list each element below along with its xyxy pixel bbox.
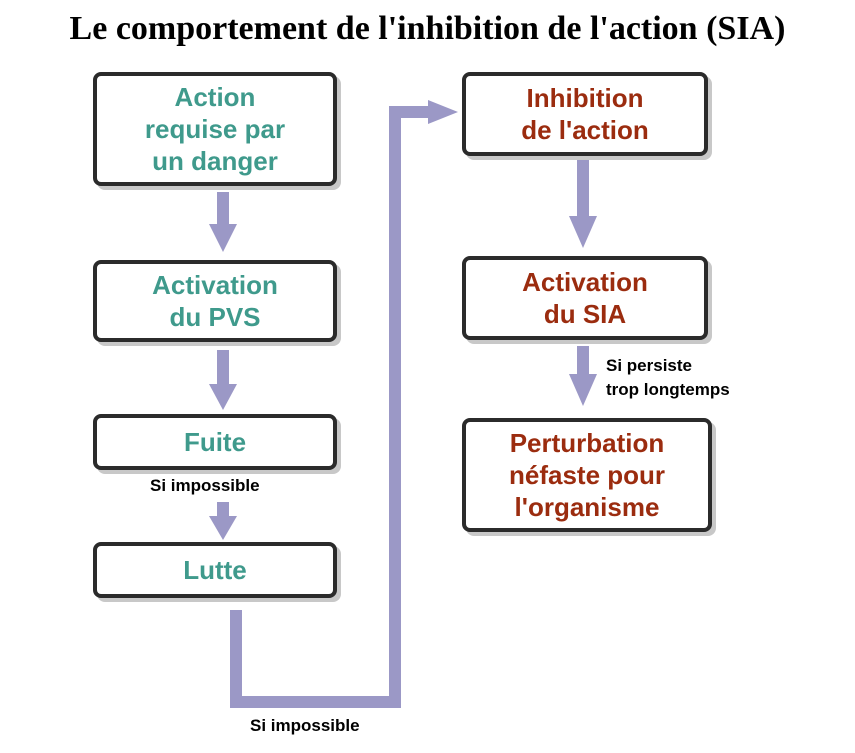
arrow-sia-to-perturbation — [569, 346, 597, 406]
box-action-requise: Action requise par un danger — [93, 72, 337, 186]
note-si-persiste: Si persiste trop longtemps — [606, 356, 730, 399]
box-fuite-label: Fuite — [183, 427, 247, 457]
box-action-requise-label: Action requise par un danger — [144, 82, 286, 176]
arrow-inhibition-to-sia — [569, 158, 597, 248]
box-lutte: Lutte — [93, 542, 337, 598]
box-fuite: Fuite — [93, 414, 337, 470]
note-si-impossible-1: Si impossible — [150, 476, 260, 495]
box-lutte-label: Lutte — [183, 555, 247, 585]
arrow-fuite-to-lutte — [209, 502, 237, 540]
diagram-title: Le comportement de l'inhibition de l'act… — [69, 10, 786, 47]
box-activation-sia-label: Activation du SIA — [522, 267, 648, 329]
box-inhibition-action: Inhibition de l'action — [462, 72, 708, 156]
arrow-lutte-to-inhibition-head — [428, 100, 458, 124]
box-activation-pvs-label: Activation du PVS — [152, 270, 278, 332]
box-activation-pvs: Activation du PVS — [93, 260, 337, 342]
arrow-action-to-pvs — [209, 192, 237, 252]
box-inhibition-action-label: Inhibition de l'action — [521, 83, 649, 145]
box-perturbation-label: Perturbation néfaste pour l'organisme — [508, 428, 666, 522]
box-activation-sia: Activation du SIA — [462, 256, 708, 340]
note-si-impossible-2: Si impossible — [250, 716, 360, 735]
box-perturbation: Perturbation néfaste pour l'organisme — [462, 418, 712, 532]
arrow-pvs-to-fuite — [209, 350, 237, 410]
arrow-lutte-to-inhibition — [230, 106, 432, 708]
